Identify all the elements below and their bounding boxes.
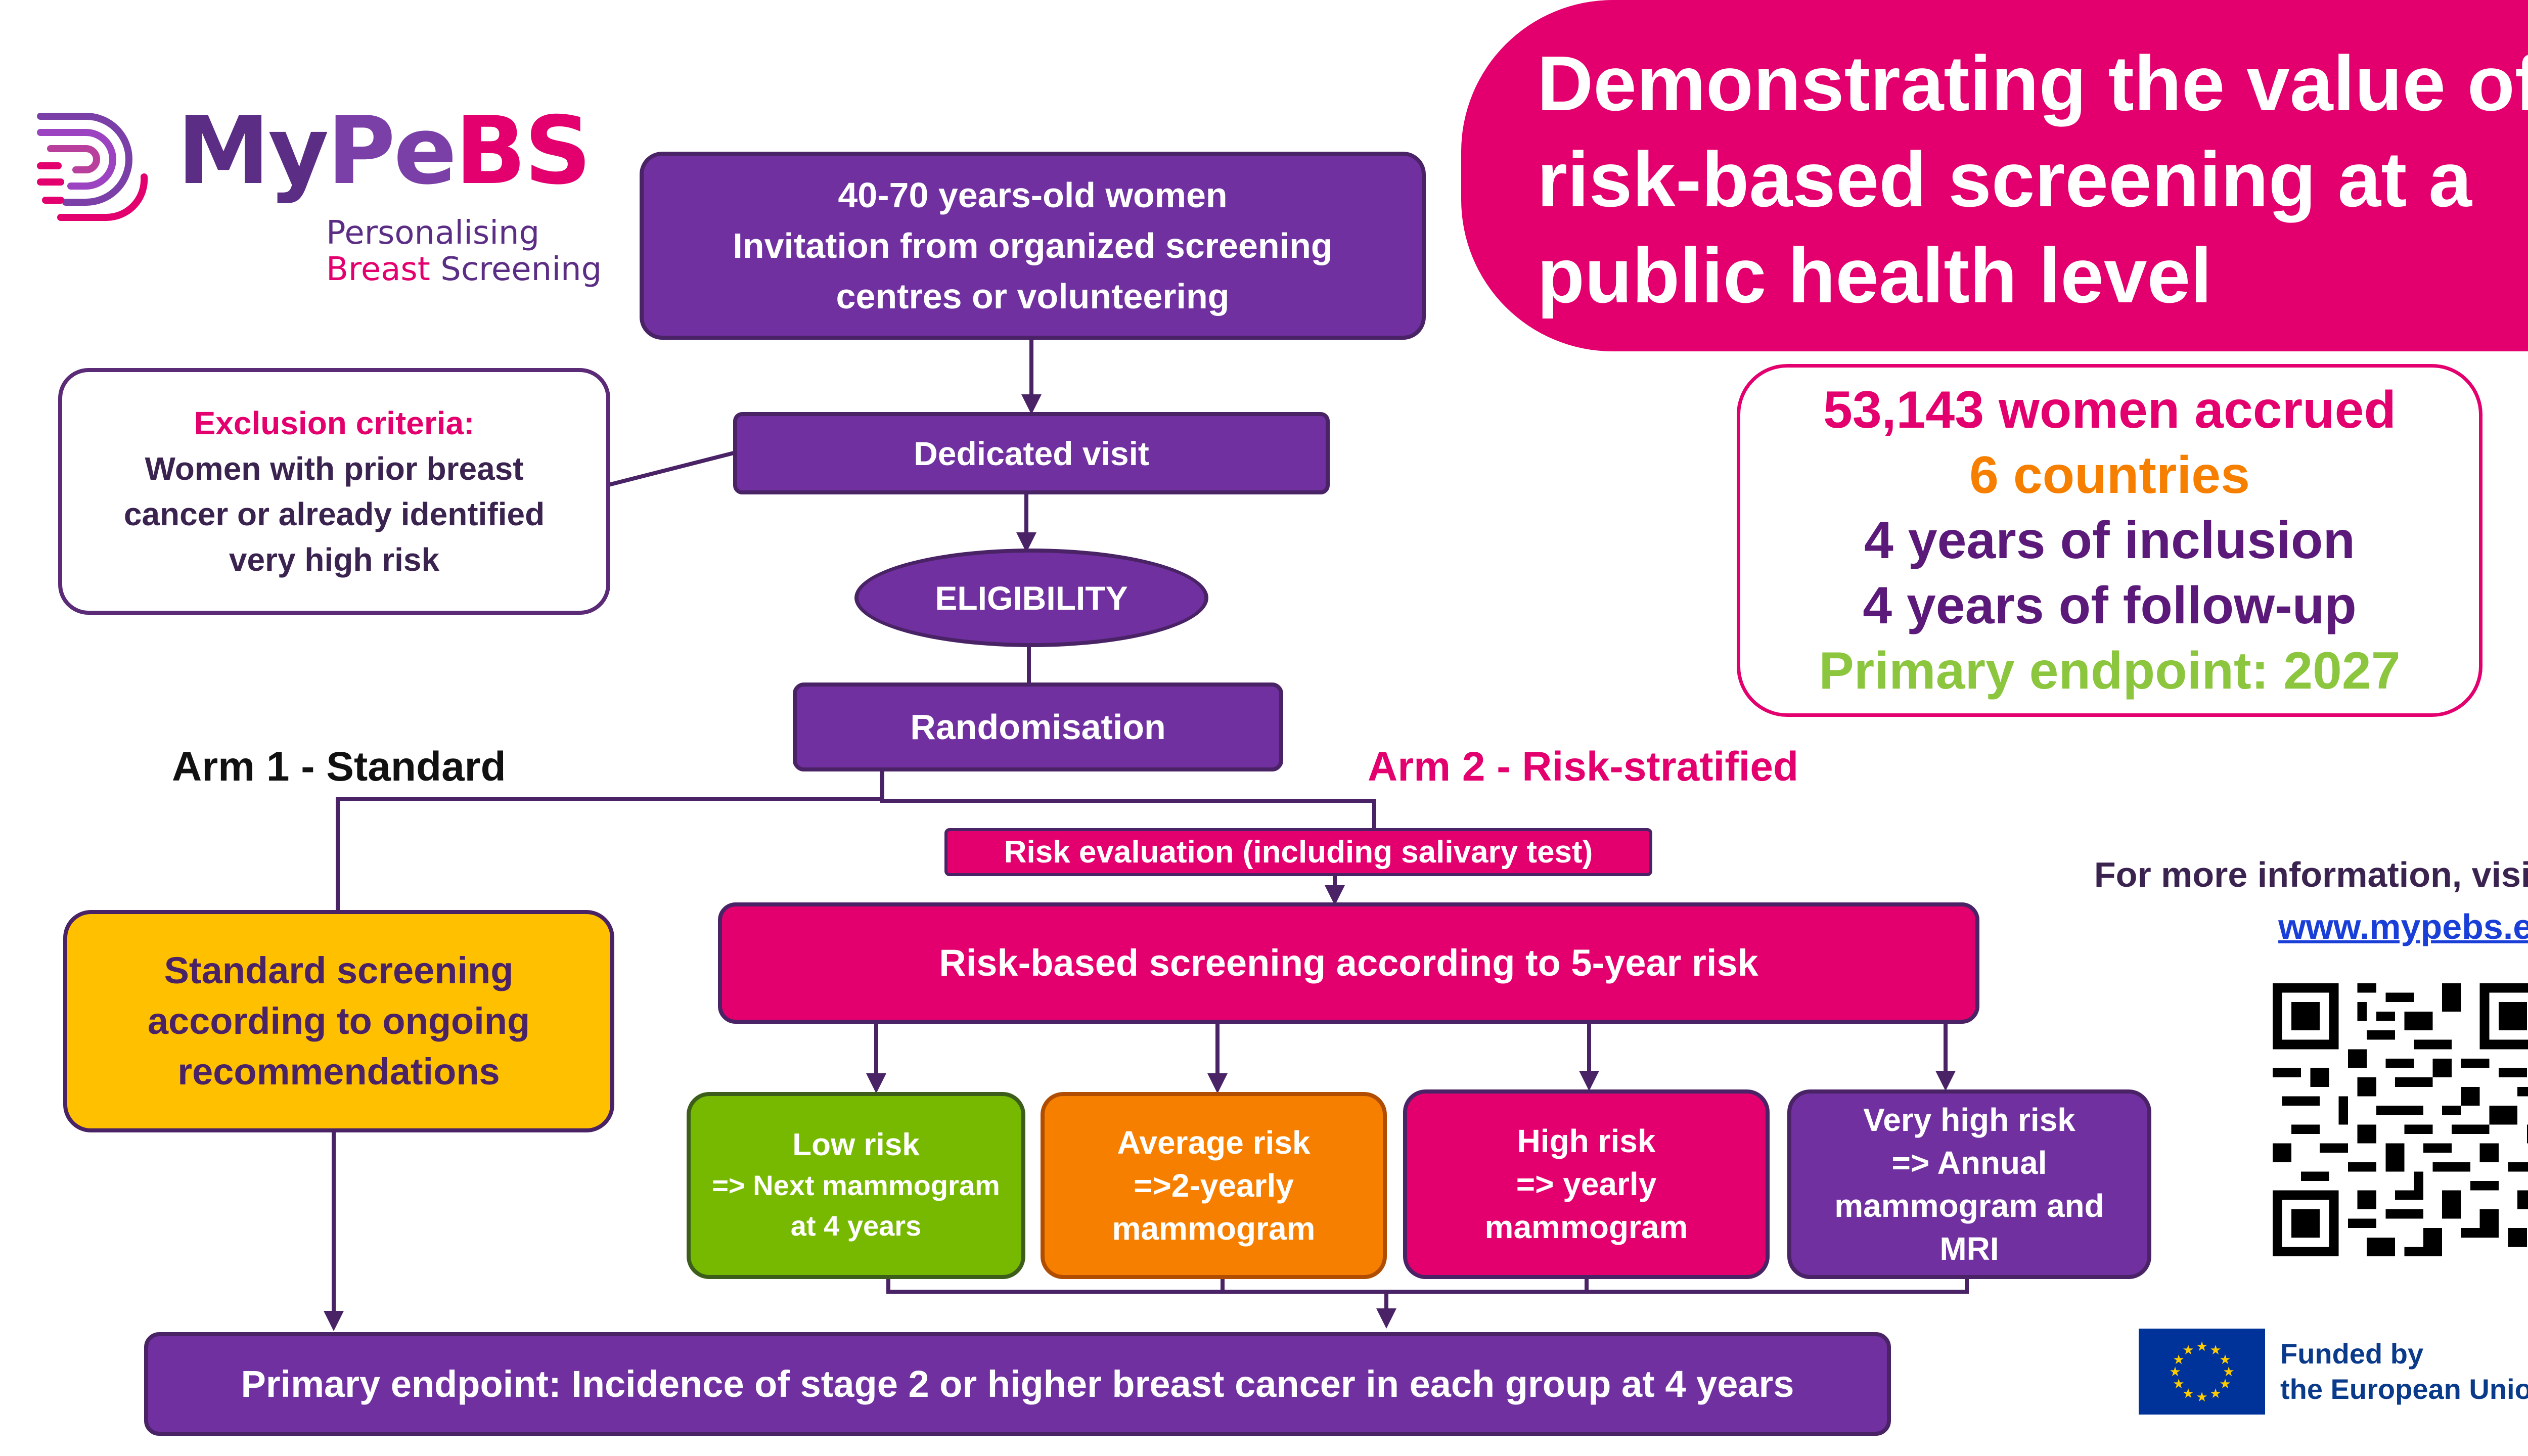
risk-based-screening-label: Risk-based screening according to 5-year… — [939, 942, 1758, 984]
svg-text:★: ★ — [2196, 1390, 2207, 1405]
standard-screening-box: Standard screening according to ongoing … — [63, 910, 614, 1132]
svg-text:★: ★ — [2182, 1386, 2194, 1401]
stat-follow-up: 4 years of follow-up — [1863, 576, 2357, 635]
very-high-risk-box: Very high risk => Annual mammogram and M… — [1787, 1089, 2151, 1279]
population-box: 40-70 years-old women Invitation from or… — [640, 152, 1426, 340]
dedicated-visit-box: Dedicated visit — [733, 412, 1330, 494]
stat-inclusion: 4 years of inclusion — [1864, 511, 2355, 570]
low-risk-text: => Next mammogram at 4 years — [712, 1169, 1000, 1242]
qr-code-graphic — [2273, 983, 2528, 1256]
risk-evaluation-label: Risk evaluation (including salivary test… — [1004, 834, 1593, 870]
stat-countries: 6 countries — [1969, 445, 2250, 505]
very-high-risk-text: => Annual mammogram and MRI — [1834, 1144, 2104, 1267]
randomisation-box: Randomisation — [793, 682, 1283, 771]
eligibility-ellipse: ELIGIBILITY — [854, 549, 1208, 647]
line-arm1 — [336, 771, 884, 910]
exclusion-title: Exclusion criteria: — [194, 405, 475, 441]
risk-evaluation-box: Risk evaluation (including salivary test… — [944, 828, 1652, 876]
title-line-3: public health level — [1537, 232, 2213, 319]
svg-text:★: ★ — [2196, 1339, 2207, 1354]
arm-1-label: Arm 1 - Standard — [172, 744, 506, 790]
population-line-1: 40-70 years-old women — [838, 175, 1228, 215]
high-risk-text: => yearly mammogram — [1484, 1166, 1688, 1245]
standard-screening-label: Standard screening according to ongoing … — [147, 949, 530, 1093]
svg-text:★: ★ — [2173, 1377, 2184, 1392]
logo-tagline-line1: Personalising — [326, 214, 540, 252]
svg-text:★: ★ — [2209, 1343, 2221, 1358]
logo-pe: Pe — [327, 96, 457, 205]
svg-text:★: ★ — [2182, 1343, 2194, 1358]
high-risk-box: High risk => yearly mammogram — [1403, 1089, 1770, 1279]
svg-text:★: ★ — [2219, 1377, 2231, 1392]
line-arm2 — [880, 771, 1376, 829]
logo-tagline: Personalising Breast Screening — [326, 215, 602, 288]
eu-funding-text: Funded by the European Union — [2280, 1336, 2528, 1407]
website-link[interactable]: www.mypebs.eu — [2278, 907, 2528, 946]
average-risk-text: =>2-yearly mammogram — [1112, 1167, 1316, 1247]
dedicated-visit-label: Dedicated visit — [914, 434, 1149, 472]
exclusion-text: Women with prior breast cancer or alread… — [123, 450, 545, 578]
eu-funding-line-1: Funded by — [2280, 1338, 2424, 1370]
mypebs-logo: MyPeBS Personalising Breast Screening — [30, 96, 612, 298]
title-banner: Demonstrating the value of risk-based sc… — [1461, 0, 2528, 351]
logo-bs: BS — [455, 96, 592, 205]
svg-text:★: ★ — [2169, 1364, 2181, 1380]
exclusion-criteria-box: Exclusion criteria: Women with prior bre… — [58, 368, 610, 615]
population-line-2: Invitation from organized screening cent… — [733, 226, 1333, 316]
low-risk-title: Low risk — [792, 1127, 920, 1162]
line-categories-merge — [886, 1277, 1969, 1294]
qr-code[interactable]: bitly — [2273, 983, 2528, 1256]
logo-tagline-screening: Screening — [430, 251, 602, 288]
logo-tagline-breast: Breast — [326, 251, 430, 288]
risk-based-screening-box: Risk-based screening according to 5-year… — [718, 902, 1979, 1024]
svg-text:★: ★ — [2223, 1364, 2234, 1380]
title-line-2: risk-based screening at a — [1537, 136, 2472, 223]
svg-text:★: ★ — [2219, 1352, 2231, 1368]
eu-funding-line-2: the European Union — [2280, 1373, 2528, 1405]
high-risk-title: High risk — [1517, 1123, 1656, 1159]
average-risk-title: Average risk — [1117, 1124, 1311, 1161]
primary-endpoint-box: Primary endpoint: Incidence of stage 2 o… — [144, 1332, 1891, 1436]
eligibility-label: ELIGIBILITY — [935, 579, 1128, 617]
stat-primary-endpoint: Primary endpoint: 2027 — [1819, 641, 2401, 700]
eu-funding: ★★★ ★★★ ★★★ ★★★ Funded by the European U… — [2139, 1329, 2528, 1415]
mypebs-logo-icon — [37, 113, 148, 221]
stat-women-accrued: 53,143 women accrued — [1823, 380, 2397, 439]
low-risk-box: Low risk => Next mammogram at 4 years — [687, 1092, 1025, 1279]
primary-endpoint-label: Primary endpoint: Incidence of stage 2 o… — [241, 1362, 1794, 1405]
logo-my: My — [177, 96, 329, 205]
line-exclusion — [606, 450, 736, 487]
svg-text:★: ★ — [2173, 1352, 2184, 1368]
svg-text:★: ★ — [2209, 1386, 2221, 1401]
more-info-label: For more information, visit: — [2094, 855, 2528, 894]
eu-flag-icon: ★★★ ★★★ ★★★ ★★★ — [2139, 1329, 2265, 1415]
very-high-risk-title: Very high risk — [1863, 1101, 2075, 1138]
stats-box: 53,143 women accrued 6 countries 4 years… — [1737, 364, 2482, 717]
arm-2-label: Arm 2 - Risk-stratified — [1368, 744, 1799, 790]
average-risk-box: Average risk =>2-yearly mammogram — [1041, 1092, 1387, 1279]
randomisation-label: Randomisation — [910, 707, 1166, 747]
title-line-1: Demonstrating the value of — [1537, 40, 2528, 127]
